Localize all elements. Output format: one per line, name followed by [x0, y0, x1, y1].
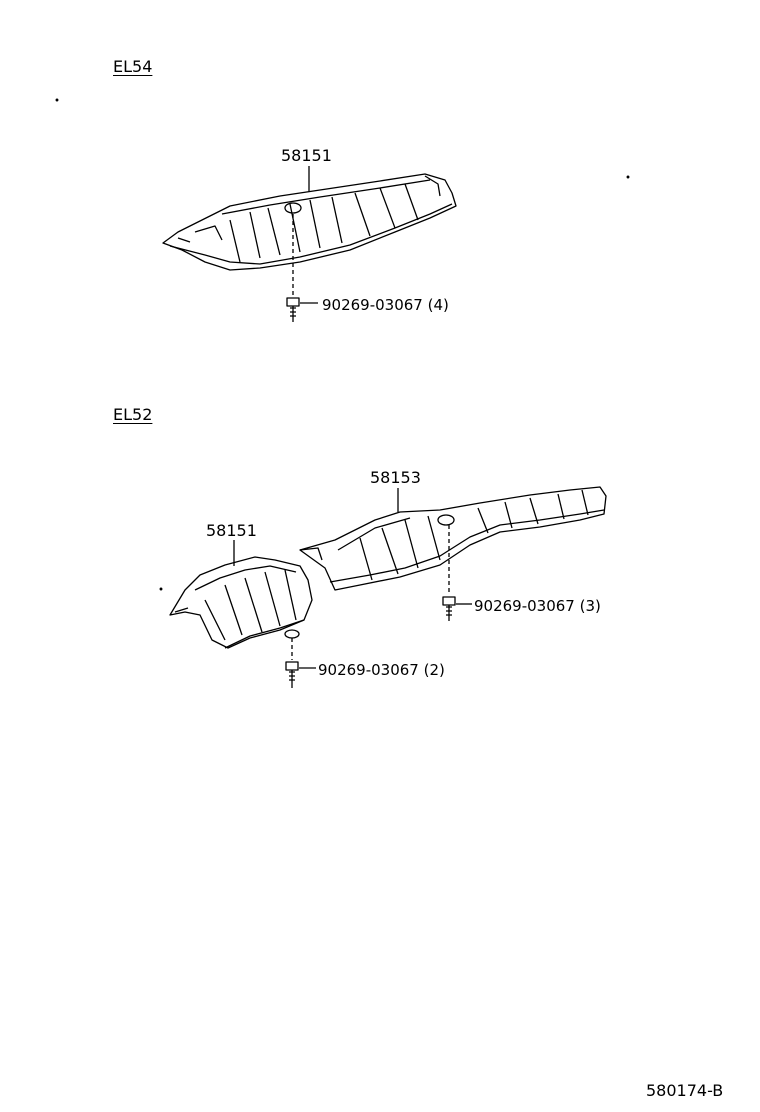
variant-label-el52: EL52	[113, 405, 153, 424]
bolt-icon	[286, 297, 300, 322]
bolt-icon	[442, 596, 456, 621]
part-number-bolt: 90269-03067 (2)	[318, 661, 445, 679]
bolt-icon	[285, 661, 299, 688]
el52-heat-insulator-58153	[299, 486, 607, 591]
variant-label-el54: EL54	[113, 57, 153, 76]
part-number-58151: 58151	[206, 521, 257, 540]
el52-heat-insulator-58151	[169, 556, 313, 649]
part-number-58151: 58151	[281, 146, 332, 165]
el54-heat-insulator-58151	[162, 173, 457, 271]
figure-code: 580174-B	[646, 1081, 724, 1100]
part-number-bolt: 90269-03067 (3)	[474, 597, 601, 615]
part-number-58153: 58153	[370, 468, 421, 487]
part-number-bolt: 90269-03067 (4)	[322, 296, 449, 314]
